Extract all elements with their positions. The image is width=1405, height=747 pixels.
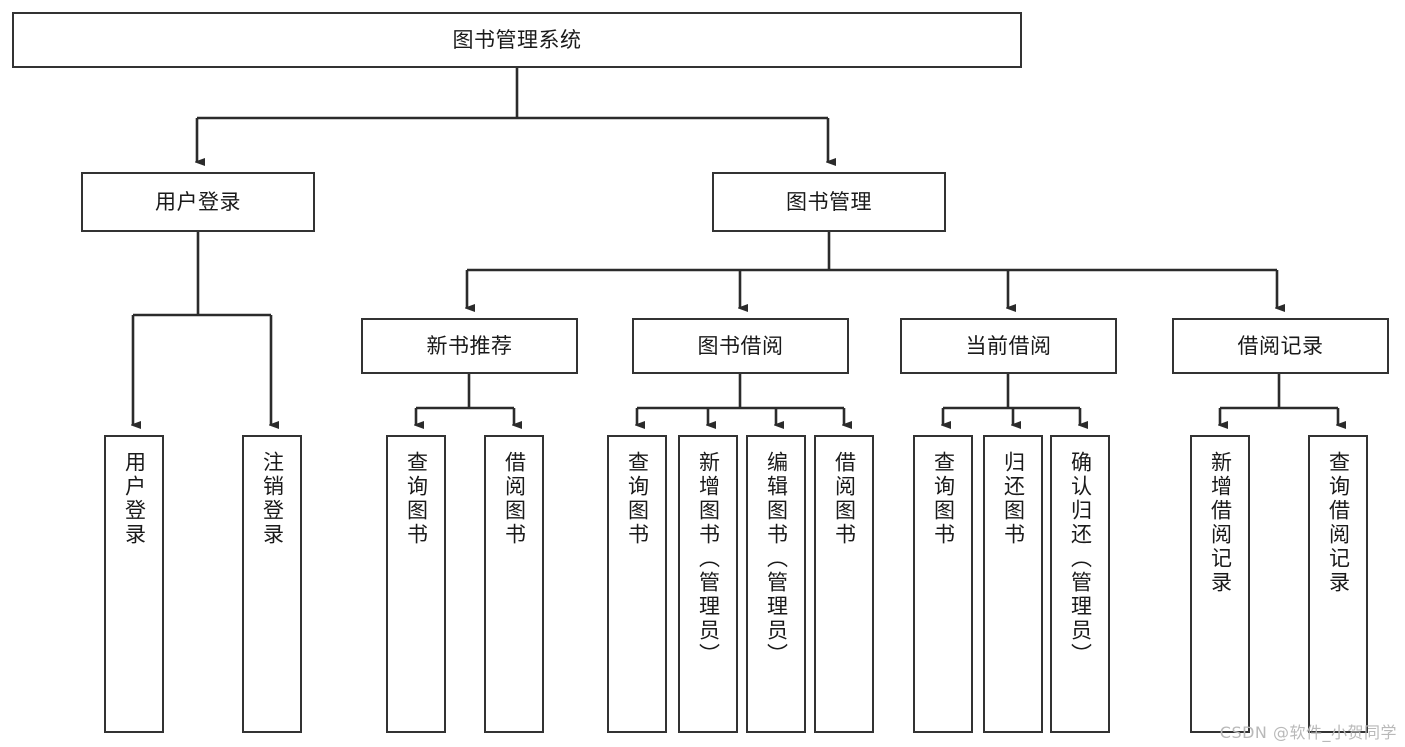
leaf-logout-label: 注销登录 bbox=[260, 451, 285, 547]
leaf-borrow-book-recommend-label: 借阅图书 bbox=[502, 451, 527, 547]
leaf-query-borrow-record[interactable]: 查询借阅记录 bbox=[1308, 435, 1368, 733]
leaf-query-borrow-record-label: 查询借阅记录 bbox=[1326, 451, 1351, 595]
node-book-borrow-label: 图书借阅 bbox=[697, 333, 784, 358]
leaf-edit-book-label: 编辑图书（管理员） bbox=[764, 451, 789, 667]
leaf-confirm-return-label: 确认归还（管理员） bbox=[1068, 451, 1093, 667]
node-user-login-label: 用户登录 bbox=[155, 189, 241, 214]
node-root[interactable]: 图书管理系统 bbox=[12, 12, 1022, 68]
leaf-query-book-borrow-label: 查询图书 bbox=[625, 451, 650, 547]
leaf-confirm-return[interactable]: 确认归还（管理员） bbox=[1050, 435, 1110, 733]
leaf-logout[interactable]: 注销登录 bbox=[242, 435, 302, 733]
node-current-borrow-label: 当前借阅 bbox=[965, 333, 1052, 358]
node-book-manage[interactable]: 图书管理 bbox=[712, 172, 946, 232]
leaf-add-borrow-record[interactable]: 新增借阅记录 bbox=[1190, 435, 1250, 733]
leaf-query-book-recommend-label: 查询图书 bbox=[404, 451, 429, 547]
leaf-borrow-book-recommend[interactable]: 借阅图书 bbox=[484, 435, 544, 733]
edges-root bbox=[197, 68, 828, 162]
node-book-manage-label: 图书管理 bbox=[786, 189, 872, 214]
edges-current-borrow bbox=[943, 374, 1080, 425]
node-new-book-recommend-label: 新书推荐 bbox=[426, 333, 513, 358]
csdn-watermark: CSDN @软件_小贺同学 bbox=[1219, 723, 1397, 742]
node-user-login[interactable]: 用户登录 bbox=[81, 172, 315, 232]
node-root-label: 图书管理系统 bbox=[452, 27, 582, 52]
leaf-query-book-borrow[interactable]: 查询图书 bbox=[607, 435, 667, 733]
leaf-borrow-book[interactable]: 借阅图书 bbox=[814, 435, 874, 733]
leaf-add-book[interactable]: 新增图书（管理员） bbox=[678, 435, 738, 733]
leaf-query-book-current-label: 查询图书 bbox=[931, 451, 956, 547]
leaf-return-book[interactable]: 归还图书 bbox=[983, 435, 1043, 733]
leaf-edit-book[interactable]: 编辑图书（管理员） bbox=[746, 435, 806, 733]
node-borrow-record-label: 借阅记录 bbox=[1237, 333, 1324, 358]
leaf-add-book-label: 新增图书（管理员） bbox=[696, 451, 721, 667]
node-current-borrow[interactable]: 当前借阅 bbox=[900, 318, 1117, 374]
node-book-borrow[interactable]: 图书借阅 bbox=[632, 318, 849, 374]
leaf-query-book-recommend[interactable]: 查询图书 bbox=[386, 435, 446, 733]
leaf-add-borrow-record-label: 新增借阅记录 bbox=[1208, 451, 1233, 595]
leaf-user-login-label: 用户登录 bbox=[122, 451, 147, 547]
node-new-book-recommend[interactable]: 新书推荐 bbox=[361, 318, 578, 374]
edges-borrow-record bbox=[1220, 374, 1338, 425]
edges-book-borrow bbox=[637, 374, 844, 425]
edges-new-book-rec bbox=[416, 374, 514, 425]
edges-book-manage bbox=[467, 232, 1277, 308]
leaf-return-book-label: 归还图书 bbox=[1001, 451, 1026, 547]
leaf-user-login[interactable]: 用户登录 bbox=[104, 435, 164, 733]
leaf-borrow-book-label: 借阅图书 bbox=[832, 451, 857, 547]
leaf-query-book-current[interactable]: 查询图书 bbox=[913, 435, 973, 733]
node-borrow-record[interactable]: 借阅记录 bbox=[1172, 318, 1389, 374]
edges-user-login bbox=[133, 232, 271, 425]
